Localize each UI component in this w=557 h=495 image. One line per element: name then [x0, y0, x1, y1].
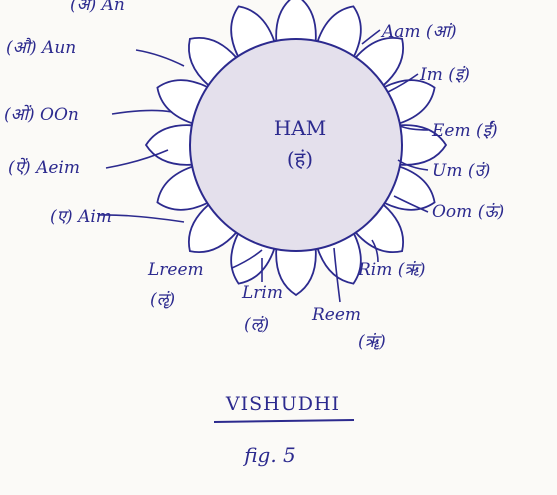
title-underline — [214, 420, 354, 422]
petal-label-rim: Rim (ऋं) — [357, 260, 426, 280]
petal-label-aam: Aam (आं) — [380, 22, 457, 42]
lotus-petal — [146, 125, 192, 165]
petal-label-reem-devanagari: (ॠं) — [358, 332, 386, 352]
center-circle — [190, 39, 402, 251]
petal-label-oon: (ओं) OOn — [4, 104, 79, 125]
petal-label-lrim-devanagari: (ऌं) — [244, 315, 269, 335]
petal-label-eem: Eem (ईं) — [431, 120, 498, 141]
petal-label-aim: (ए) Aim — [50, 207, 112, 227]
lotus-petal — [276, 0, 316, 41]
petal-label-aeim: (ऐं) Aeim — [8, 157, 80, 178]
center-bija-devanagari: (हं) — [287, 147, 313, 171]
petal-label-lrim: Lrim — [241, 283, 283, 303]
figure-label: fig. 5 — [242, 443, 296, 467]
petal-label-um: Um (उं) — [432, 161, 490, 181]
center-bija-text: HAM — [274, 116, 326, 140]
diagram-title: VISHUDHI — [225, 393, 340, 415]
petal-label-lreem: Lreem — [147, 260, 204, 280]
petal-label-im: Im (इं) — [419, 65, 470, 85]
petal-label-lreem-devanagari: (ॡं) — [150, 290, 175, 310]
petal-label-reem: Reem — [311, 305, 361, 325]
petal-label-aun: (औ) Aun — [6, 37, 76, 58]
petal-label-an: (अं) An — [70, 0, 125, 15]
petal-label-oom: Oom (ऊं) — [432, 202, 504, 222]
